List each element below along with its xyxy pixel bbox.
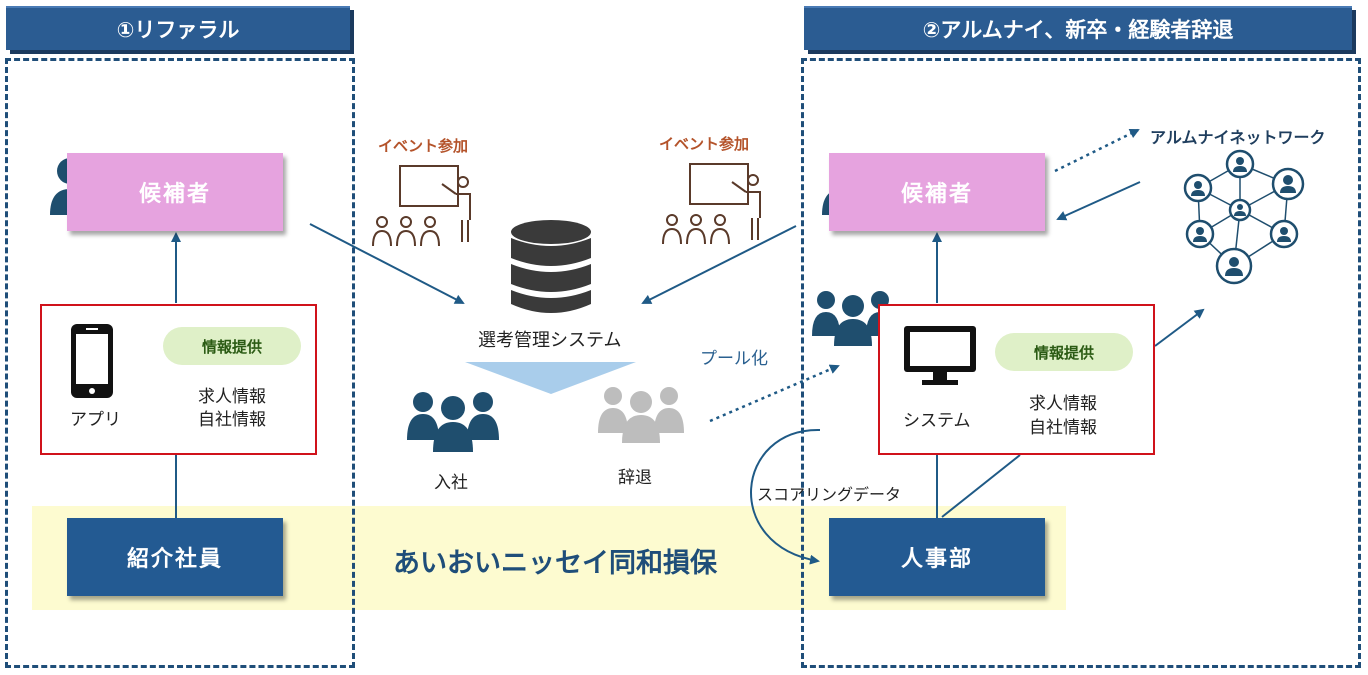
- monitor-icon: [904, 326, 976, 385]
- database-icon: [511, 220, 591, 313]
- alumni-network-label: アルムナイネットワーク: [1150, 128, 1326, 147]
- right-info-line-2: 自社情報: [1029, 418, 1097, 438]
- left-info-line-1: 求人情報: [198, 387, 266, 407]
- smartphone-icon: [71, 324, 113, 398]
- pool-label: プール化: [700, 349, 768, 369]
- selection-system-label: 選考管理システム: [478, 330, 622, 351]
- left-section-frame: [5, 58, 355, 668]
- event-label-right: イベント参加: [659, 135, 750, 153]
- alumni-network-icon: [1183, 149, 1305, 285]
- event-presentation-icon-right: [662, 163, 761, 245]
- event-presentation-icon-left: [372, 165, 471, 247]
- event-label-left: イベント参加: [378, 137, 469, 155]
- joined-group-icon: [407, 392, 499, 452]
- scoring-data-label: スコアリングデータ: [757, 485, 902, 504]
- company-name: あいおいニッセイ同和損保: [393, 548, 717, 579]
- app-label: アプリ: [70, 410, 121, 430]
- left-info-badge: 情報提供: [163, 327, 301, 365]
- right-info-badge: 情報提供: [995, 333, 1133, 371]
- right-section-title: ②アルムナイ、新卒・経験者辞退: [804, 6, 1352, 50]
- left-info-line-2: 自社情報: [198, 410, 266, 430]
- right-candidate-box: 候補者: [829, 153, 1045, 231]
- system-label: システム: [903, 411, 971, 431]
- left-section-title: ①リファラル: [6, 6, 350, 50]
- right-section-frame: [801, 58, 1361, 668]
- declined-group-icon: [598, 387, 684, 443]
- right-info-line-1: 求人情報: [1029, 394, 1097, 414]
- referral-staff-box: 紹介社員: [67, 518, 283, 596]
- left-candidate-box: 候補者: [67, 153, 283, 231]
- hr-department-box: 人事部: [829, 518, 1045, 596]
- joined-label: 入社: [434, 473, 468, 493]
- declined-label: 辞退: [618, 468, 652, 488]
